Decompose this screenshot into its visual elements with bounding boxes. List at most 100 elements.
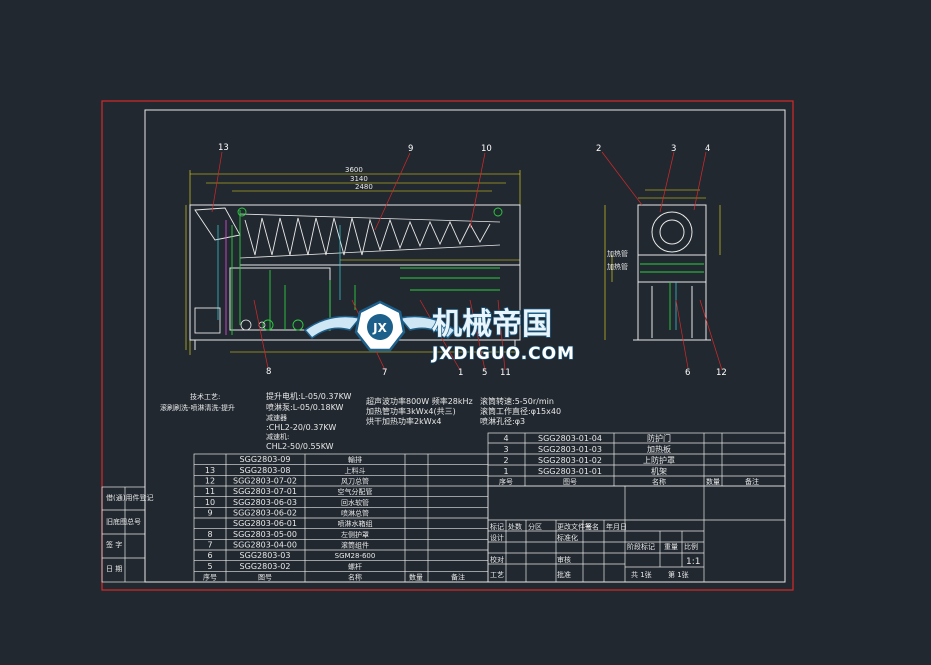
tb-label-approve: 批准	[557, 570, 571, 579]
parts-main-header-cell: 图号	[258, 574, 272, 582]
parts-top-header-cell: 序号	[499, 477, 513, 486]
tb-label-process: 工艺	[490, 571, 504, 579]
parts-main-cell: 喷淋总管	[341, 509, 369, 518]
parts-main-header-cell: 数量	[409, 573, 423, 582]
front-view: 3600 3140 2480	[185, 151, 521, 371]
tb-label-review: 审核	[557, 555, 571, 564]
callout-3: 3	[671, 144, 676, 154]
callout-7: 7	[382, 368, 387, 378]
parts-main-cell: SGG2803-09	[240, 455, 291, 464]
callout-11: 11	[500, 368, 511, 378]
parts-main-header-cell: 备注	[451, 573, 465, 582]
callout-1: 1	[458, 368, 463, 378]
parts-main-cell: 7	[207, 541, 212, 550]
parts-main-header-cell: 名称	[348, 573, 362, 582]
title-block-grid	[487, 485, 786, 583]
note-col3-1: 滚筒转速:5-50r/min	[480, 396, 554, 406]
watermark-logo: JX	[303, 300, 457, 352]
parts-main-cell: 螺杆	[348, 562, 362, 571]
parts-top-header-cell: 备注	[745, 477, 759, 486]
tb-label-zone: 分区	[528, 522, 542, 531]
parts-top-grid	[487, 432, 786, 487]
parts-main-cell: 9	[207, 509, 212, 518]
tb-label-sign: 签名	[585, 522, 599, 531]
sheet-outer-border	[101, 100, 794, 591]
parts-main-cell: 10	[205, 498, 215, 507]
svg-text:3140: 3140	[350, 175, 368, 183]
parts-main-cell: 5	[207, 562, 212, 571]
note-col1-5: 减速机:	[266, 432, 289, 441]
parts-top-cell: 加热板	[647, 444, 671, 454]
side-strip-label-3: 签 字	[106, 540, 122, 549]
side-view-note-right: 加热管	[607, 262, 628, 271]
note-col2-2: 加热管功率3kWx4(共三)	[366, 406, 456, 416]
parts-main-cell: SGG2803-06-03	[233, 498, 297, 507]
parts-main-cell: 上料斗	[345, 466, 366, 475]
tb-sheet-no: 第 1张	[668, 570, 689, 579]
svg-text:2480: 2480	[355, 183, 373, 191]
parts-main-cell: 风刀总管	[341, 477, 369, 486]
tb-label-change-doc: 更改文件号	[557, 522, 592, 531]
callout-2: 2	[596, 144, 601, 154]
tb-label-date: 年月日	[606, 522, 627, 531]
watermark-cn: 机械帝国	[432, 307, 552, 342]
callout-12: 12	[716, 368, 727, 378]
parts-top-cell: SGG2803-01-02	[538, 456, 602, 465]
parts-top-cell: SGG2803-01-01	[538, 467, 602, 476]
parts-main-cell: 滚筒组件	[341, 541, 369, 550]
parts-main-cell: SGG2803-04-00	[233, 541, 297, 550]
tb-sheet-total: 共 1张	[631, 570, 652, 579]
parts-main-cell: 8	[207, 530, 212, 539]
side-strip	[101, 486, 146, 583]
parts-main-cell: SGG2803-03	[240, 551, 291, 560]
parts-top-cell: 上防护罩	[643, 455, 675, 465]
parts-top-cell: 机架	[651, 466, 667, 476]
note-col3-2: 滚筒工作直径:φ15x40	[480, 406, 561, 416]
parts-main-cell: SGG2803-07-01	[233, 487, 297, 496]
parts-main-cell: 13	[205, 466, 215, 475]
svg-text:3600: 3600	[345, 166, 363, 174]
callout-6: 6	[685, 368, 690, 378]
parts-main-cell: 11	[205, 487, 215, 496]
side-strip-label-4: 日 期	[106, 565, 122, 573]
note-col1-4: :CHL2-20/0.37KW	[266, 423, 336, 432]
parts-main-cell: 空气分配管	[338, 487, 373, 496]
callout-10: 10	[481, 144, 492, 154]
parts-top-cell: SGG2803-01-03	[538, 445, 602, 454]
parts-top-cell: 防护门	[647, 433, 671, 443]
parts-main-cell: SGG2803-08	[240, 466, 291, 475]
parts-main-cell: SGG2803-02	[240, 562, 291, 571]
callout-4: 4	[705, 144, 710, 154]
note-col1-1: 提升电机:L-05/0.37KW	[266, 391, 352, 401]
parts-main-cell: SGG2803-05-00	[233, 530, 297, 539]
tb-label-standard: 标准化	[557, 533, 578, 542]
parts-top-cell: 4	[503, 434, 508, 443]
parts-main-cell: SGM28-600	[335, 552, 376, 560]
note-col3-3: 喷淋孔径:φ3	[480, 416, 525, 426]
parts-main-cell: 喷淋水箱组	[338, 519, 373, 528]
side-view	[601, 151, 723, 371]
note-col1-2: 喷淋泵:L-05/0.18KW	[266, 402, 344, 412]
parts-main-cell: SGG2803-06-02	[233, 509, 297, 518]
callout-9: 9	[408, 144, 413, 154]
parts-top-header-cell: 名称	[652, 477, 666, 486]
parts-main-cell: SGG2803-06-01	[233, 519, 297, 528]
parts-main-cell: 6	[207, 551, 212, 560]
watermark-en: JXDIGUO.COM	[431, 344, 575, 364]
side-view-note-left: 加热管	[607, 249, 628, 258]
tb-label-scale: 比例	[684, 542, 698, 551]
side-strip-label-2: 旧底图总号	[106, 517, 141, 526]
parts-top-cell: 2	[503, 456, 508, 465]
svg-text:JX: JX	[372, 321, 387, 335]
note-col1-6: CHL2-50/0.55KW	[266, 442, 334, 451]
tb-label-mark: 标记	[490, 522, 504, 531]
tb-label-check: 校对	[490, 555, 504, 564]
parts-top-header-cell: 数量	[706, 477, 720, 486]
parts-main-cell: 回水软管	[341, 498, 369, 507]
tech-heading: 技术工艺:	[190, 392, 220, 401]
callout-5: 5	[482, 368, 487, 378]
parts-main-cell: 12	[205, 477, 215, 486]
tb-label-count: 处数	[508, 522, 522, 531]
tech-text: 滚刷刷洗-喷淋清洗-提升	[160, 403, 235, 412]
